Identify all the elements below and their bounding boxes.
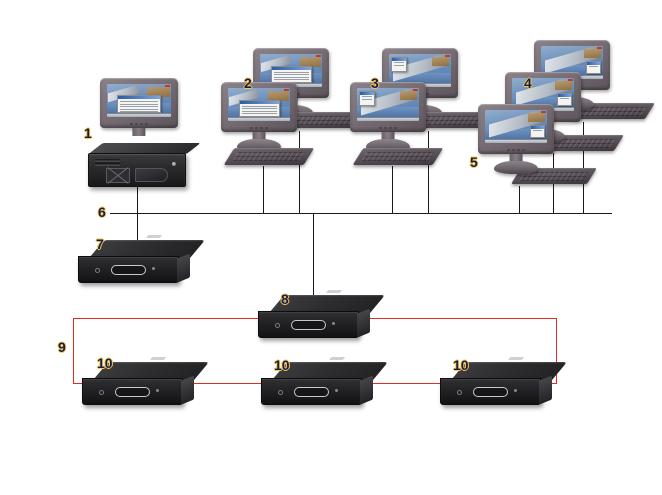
rack-server-1 bbox=[88, 143, 201, 187]
bus-drop-to-workstation-5 bbox=[519, 186, 520, 213]
callout-label-10-right: 10 bbox=[453, 357, 469, 373]
callout-label-7: 7 bbox=[96, 236, 104, 252]
monitor-screen bbox=[107, 84, 171, 118]
monitor-bezel bbox=[350, 82, 426, 133]
appliance-10-left bbox=[82, 357, 210, 406]
callout-label-2: 2 bbox=[244, 75, 252, 91]
callout-label-6: 6 bbox=[98, 204, 106, 220]
ring-segment-right bbox=[556, 318, 557, 384]
monitor-screen bbox=[357, 88, 419, 122]
monitor-workstation-2-front bbox=[221, 82, 297, 152]
callout-label-10-left: 10 bbox=[97, 355, 113, 371]
ring-segment-left bbox=[73, 318, 74, 384]
bus-drop-to-workstation-3a bbox=[392, 166, 393, 213]
bus-drop-to-workstation-2b bbox=[299, 131, 300, 213]
keyboard-workstation-2-front bbox=[223, 148, 315, 165]
ring-segment-top-right bbox=[368, 318, 556, 319]
ethernet-bus-backbone bbox=[110, 213, 612, 214]
ring-segment-bottom-a bbox=[73, 383, 87, 384]
appliance-8 bbox=[258, 290, 386, 339]
monitor-bezel bbox=[221, 82, 297, 133]
bus-drop-to-workstation-2a bbox=[263, 166, 264, 213]
callout-label-4: 4 bbox=[524, 75, 532, 91]
ring-segment-bottom-d bbox=[548, 383, 557, 384]
callout-label-1: 1 bbox=[84, 125, 92, 141]
appliance-10-middle bbox=[261, 357, 389, 406]
callout-label-9: 9 bbox=[58, 339, 66, 355]
appliance-7 bbox=[78, 235, 206, 284]
callout-label-3: 3 bbox=[371, 75, 379, 91]
monitor-workstation-1 bbox=[100, 78, 178, 148]
monitor-screen bbox=[485, 110, 547, 144]
bus-drop-to-appliance-7 bbox=[137, 213, 138, 252]
bus-drop-to-workstation-4c bbox=[583, 122, 584, 213]
bus-drop-to-server-1 bbox=[137, 187, 138, 213]
ring-segment-bottom-c bbox=[369, 383, 443, 384]
monitor-workstation-3-front bbox=[350, 82, 426, 152]
callout-label-5: 5 bbox=[470, 154, 478, 170]
bus-drop-to-appliance-8 bbox=[313, 213, 314, 307]
keyboard-workstation-3-front bbox=[352, 148, 444, 165]
callout-label-8: 8 bbox=[281, 291, 289, 307]
callout-label-10-middle: 10 bbox=[274, 357, 290, 373]
monitor-bezel bbox=[100, 78, 178, 129]
bus-drop-to-workstation-3b bbox=[428, 131, 429, 213]
monitor-bezel bbox=[478, 104, 554, 155]
monitor-workstation-5 bbox=[478, 104, 554, 174]
ring-segment-top-left bbox=[73, 318, 260, 319]
monitor-screen bbox=[228, 88, 290, 122]
ring-segment-bottom-b bbox=[190, 383, 264, 384]
appliance-10-right bbox=[440, 357, 568, 406]
